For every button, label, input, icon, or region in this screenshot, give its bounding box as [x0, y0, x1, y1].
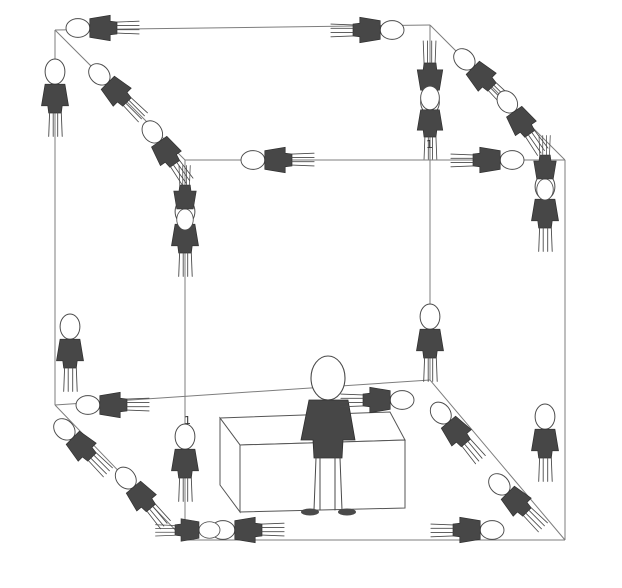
stick-figure: [416, 303, 444, 382]
figure-shirt: [89, 14, 118, 42]
stick-figure: [430, 516, 505, 544]
stick-figure: [88, 63, 148, 123]
figure-legs: [178, 252, 193, 277]
figure-legs: [423, 357, 438, 382]
stick-figure: [171, 423, 199, 502]
stick-figure: [65, 14, 140, 42]
stick-figure: [340, 386, 415, 414]
figure-shirt: [531, 198, 559, 229]
figure-legs: [126, 397, 150, 412]
figure-legs: [340, 393, 364, 408]
figure-legs: [261, 522, 285, 537]
head-label-top-right: 1: [426, 138, 433, 151]
stick-figure: [75, 391, 150, 419]
figure-shirt: [41, 83, 69, 114]
figure-head: [479, 520, 505, 540]
figure-legs: [178, 477, 193, 502]
stick-figure: [450, 146, 525, 174]
figure-head: [65, 18, 91, 38]
figure-head: [389, 390, 415, 410]
figure-legs: [155, 524, 176, 537]
figure-legs: [178, 165, 191, 186]
figure-head: [59, 313, 81, 340]
figure-legs: [122, 97, 148, 123]
figure-legs: [430, 523, 454, 538]
figure-head: [419, 303, 441, 330]
figure-head: [75, 395, 101, 415]
figure-legs: [87, 452, 113, 478]
figure-legs: [461, 438, 486, 465]
figure-legs: [538, 227, 553, 252]
figure-legs: [522, 507, 548, 533]
head-label-bottom-left: 1: [184, 414, 191, 427]
figure-shirt: [99, 391, 128, 419]
figure-shirt: [171, 448, 199, 479]
figure-shirt: [533, 154, 557, 180]
figure-shirt: [234, 516, 263, 544]
standing-figure-center: [300, 355, 356, 516]
figure-shirt: [362, 386, 391, 414]
figure-legs: [422, 40, 437, 64]
cube-edge-diag-bottom-right: [429, 379, 566, 541]
stick-figure: [453, 48, 513, 108]
figure-head: [499, 150, 525, 170]
stick-figure: [429, 401, 486, 465]
figure-legs: [423, 136, 438, 160]
figure-shirt: [531, 428, 559, 459]
figure-legs: [146, 503, 171, 530]
figure-legs: [538, 135, 551, 156]
figure-legs: [450, 153, 474, 168]
figure-legs: [330, 23, 354, 38]
stick-figure: [533, 135, 557, 201]
figure-legs: [525, 130, 549, 156]
stick-figure: [416, 85, 444, 160]
stick-figure: [210, 516, 285, 544]
figure-shirt: [174, 518, 200, 542]
figure-shirt: [452, 516, 481, 544]
stick-figure: [240, 146, 315, 174]
figure-head: [44, 58, 66, 85]
stick-figure: [56, 313, 84, 392]
stick-figure: [53, 418, 113, 478]
stick-figure: [488, 473, 548, 533]
figure-group: [41, 14, 559, 544]
stick-figure: [330, 16, 405, 44]
stick-figure: [141, 120, 194, 186]
figure-head: [176, 208, 194, 231]
stick-figure: [41, 58, 69, 137]
figure-legs: [48, 112, 63, 137]
stick-figure: [496, 90, 549, 156]
figure-head: [174, 423, 196, 450]
stick-figure: [531, 403, 559, 482]
stick-figure: [155, 518, 221, 542]
figure-head: [379, 20, 405, 40]
figure-legs: [116, 20, 140, 35]
figure-head: [420, 85, 440, 111]
figure-shirt: [352, 16, 381, 44]
cube-edge-diag-top-right: [429, 24, 566, 161]
figure-shirt: [416, 328, 444, 359]
figure-shirt: [173, 184, 197, 210]
stick-figure: [114, 466, 171, 530]
figure-head: [240, 150, 266, 170]
figure-head: [534, 403, 556, 430]
figure-shirt: [264, 146, 293, 174]
figure-legs: [291, 152, 315, 167]
figure-legs: [538, 457, 553, 482]
figure-head: [198, 521, 221, 539]
figure-shirt: [416, 109, 444, 138]
figure-legs: [63, 367, 78, 392]
stick-figure: [173, 165, 197, 231]
figure-shirt: [472, 146, 501, 174]
figure-shirt: [56, 338, 84, 369]
figure-head: [536, 178, 554, 201]
